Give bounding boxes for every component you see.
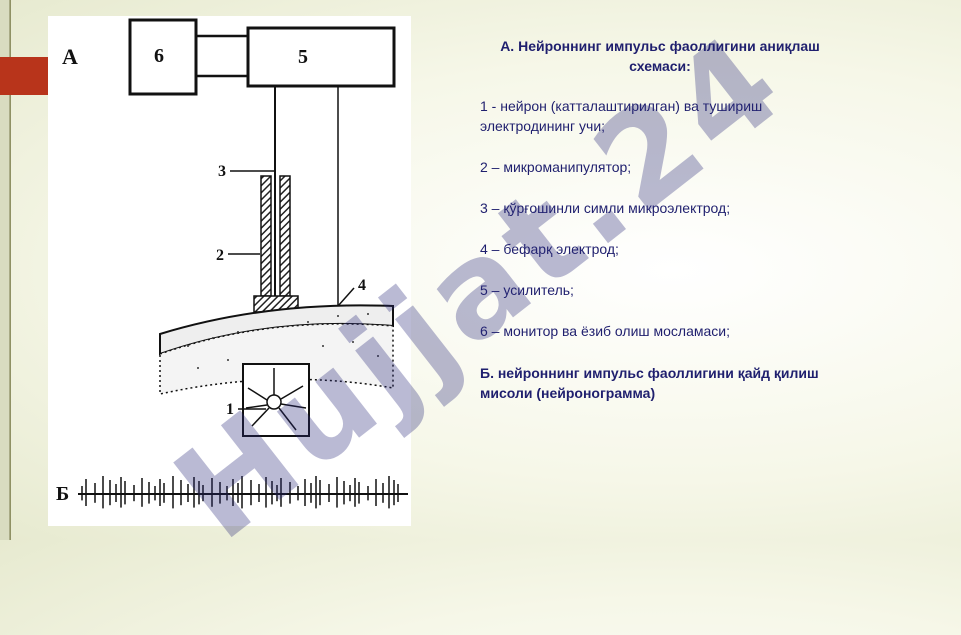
panel-b-label: Б <box>56 483 69 505</box>
marker-2: 2 <box>216 247 224 264</box>
legend-item-1: 1 - нейрон (катталаштирилган) ва тушириш… <box>480 98 763 134</box>
panel-a-label: А <box>62 44 78 69</box>
neuron-recording-diagram: А Б 6 5 <box>48 16 411 526</box>
legend-item-4: 4 – бефарқ электрод; <box>480 241 619 257</box>
legend-footer: Б. нейроннинг импульс фаоллигини қайд қи… <box>480 365 819 401</box>
neuron-icon <box>245 368 307 431</box>
left-decor-bar <box>0 0 11 540</box>
marker-4: 4 <box>358 277 366 294</box>
tissue-stipple <box>187 313 379 377</box>
legend-item-3: 3 – қўрғошинли симли микроэлектрод; <box>480 200 731 216</box>
leader-4 <box>337 287 355 307</box>
marker-3: 3 <box>218 163 226 180</box>
legend-item-5: 5 – усилитель; <box>480 282 574 298</box>
micromanipulator-right <box>279 175 291 297</box>
neuronogram-spikes <box>81 476 399 509</box>
box-5-amplifier <box>246 26 396 88</box>
marker-1: 1 <box>226 401 234 418</box>
accent-block <box>0 57 48 95</box>
box-6-monitor <box>128 18 198 96</box>
box-5-label: 5 <box>298 46 308 68</box>
legend-heading: А. Нейроннинг импульс фаоллигини аниқлаш… <box>500 38 820 74</box>
tissue-lower-layer <box>159 323 394 395</box>
legend-item-2: 2 – микроманипулятор; <box>480 159 632 175</box>
box-6-label: 6 <box>154 45 164 67</box>
micromanipulator-left <box>260 175 272 297</box>
legend-text-block: А. Нейроннинг импульс фаоллигини аниқлаш… <box>480 36 840 403</box>
legend-item-6: 6 – монитор ва ёзиб олиш мосламаси; <box>480 323 730 339</box>
